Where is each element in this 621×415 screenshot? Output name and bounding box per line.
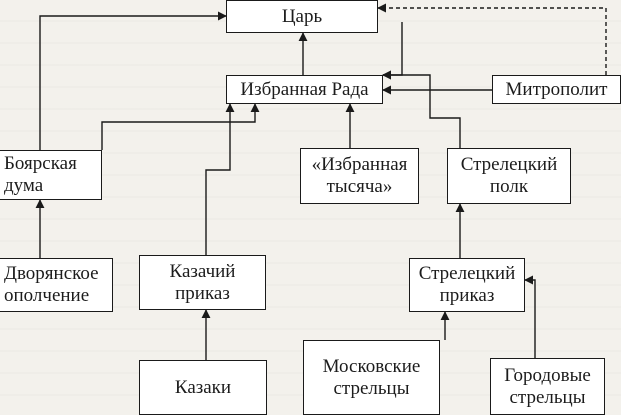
arrow-tsar-rada-side [382,22,403,80]
node-streletsky-polk: Стрелецкий полк [447,148,571,204]
node-izbrannaya-rada: Избранная Рада [226,75,383,104]
node-izbrannaya-tysyacha: «Избранная тысяча» [300,148,419,204]
node-kazachy-prikaz: Казачий приказ [139,255,266,310]
node-boyarskaya-duma: Боярская дума [0,150,102,200]
arrow-gorodovye-to-prikaz [524,275,536,358]
node-tsar: Царь [226,0,378,33]
node-streletsky-prikaz: Стрелецкий приказ [409,258,525,312]
arrow-duma-to-rada [101,103,260,150]
node-kazaki: Казаки [139,360,267,415]
arrow-mitropolit-to-tsar-dashed [377,3,607,75]
arrow-duma-to-tsar [39,11,227,150]
node-mitropolit: Митрополит [492,75,621,104]
node-dvoryanskoe-opolchenie: Дворянское ополчение [0,258,113,312]
arrow-polk-to-rada [382,70,461,148]
node-gorodovye-streltsy: Городовые стрельцы [490,358,605,415]
arrow-kazachy-to-rada [205,103,235,255]
node-moskovskie-streltsy: Московские стрельцы [303,340,440,415]
